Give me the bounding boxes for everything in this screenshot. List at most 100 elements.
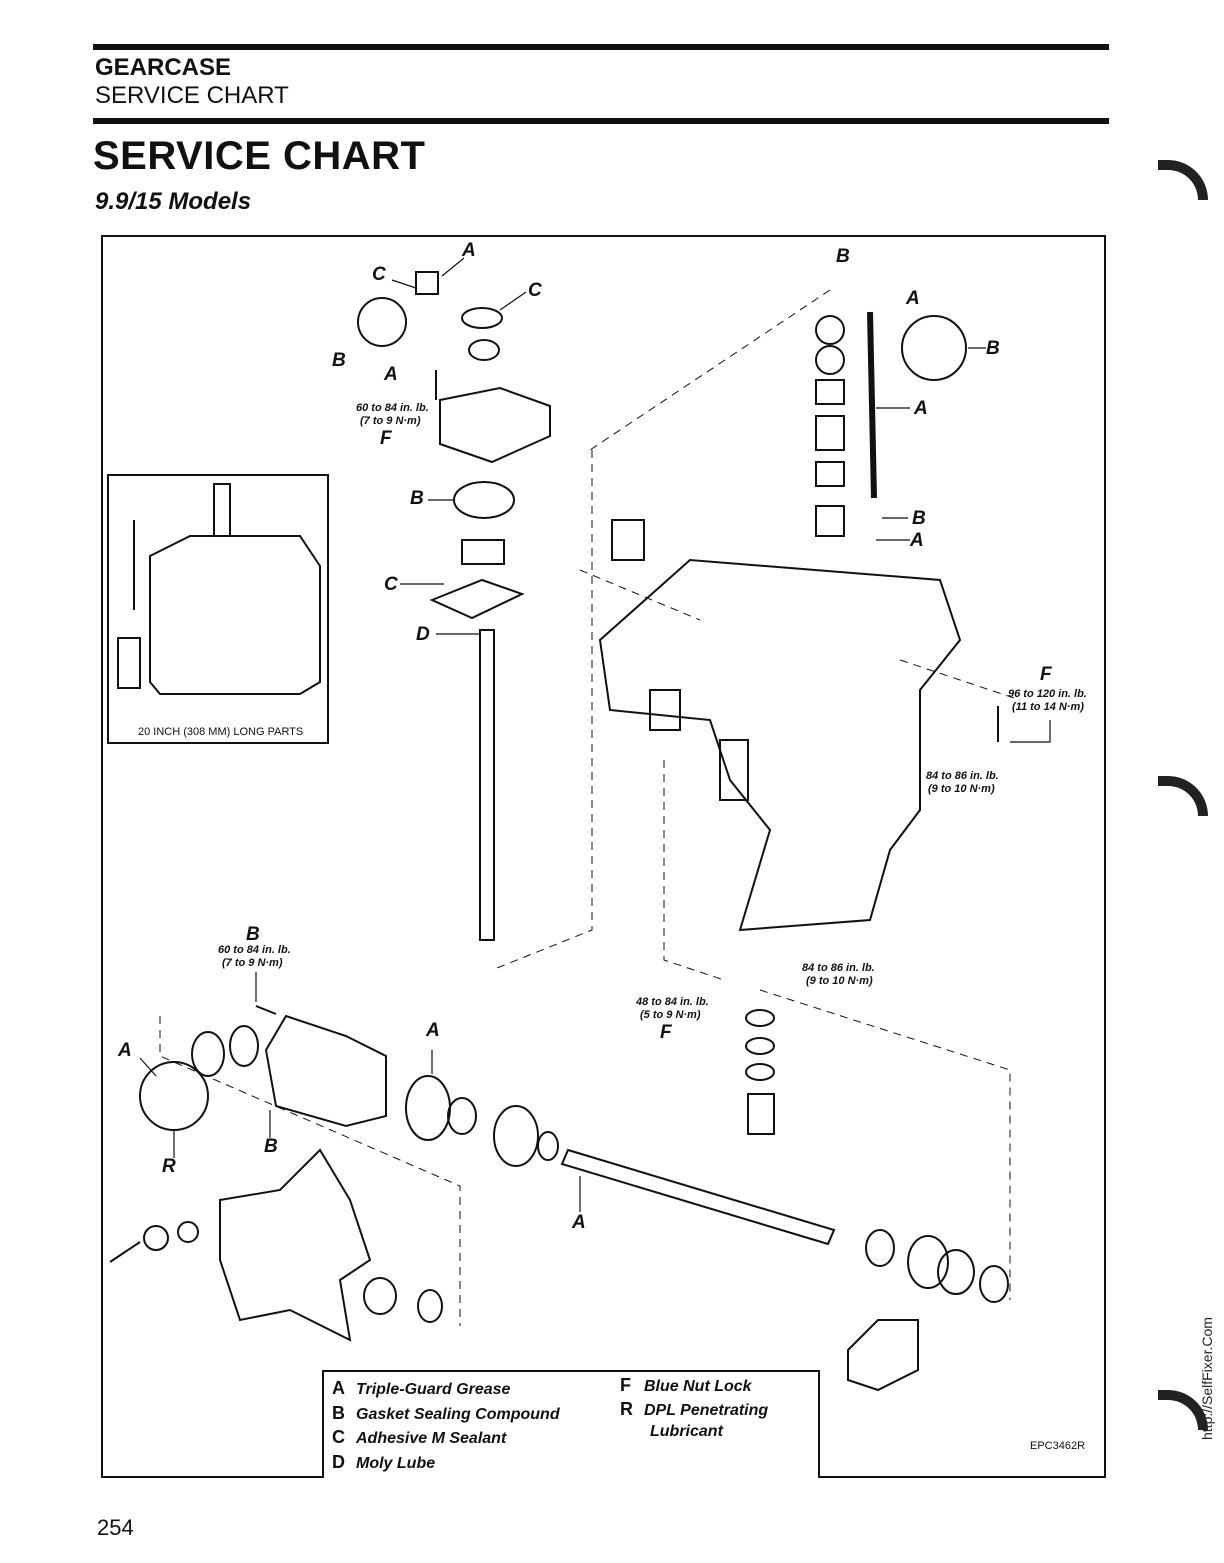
callout-a-2: A <box>384 364 398 385</box>
water-screen-part <box>719 739 749 801</box>
bearing-part-5 <box>447 1097 477 1135</box>
torque-spec-plug: 84 to 86 in. lb. (9 to 10 N·m) <box>926 770 999 796</box>
cotter-pin-part <box>109 1241 141 1263</box>
bearing-part-6 <box>979 1265 1009 1303</box>
callout-b-4: B <box>986 338 1000 359</box>
leader-line-2 <box>391 279 417 289</box>
inset-tube-drawing <box>117 637 141 689</box>
align-line-3 <box>579 569 701 621</box>
legend-text: Gasket Sealing Compound <box>356 1406 560 1423</box>
leader-line-11 <box>1010 720 1051 743</box>
impeller-part <box>461 539 505 565</box>
legend-item: Lubricant <box>620 1423 723 1441</box>
shift-detail-circle <box>901 315 967 381</box>
legend-key: A <box>332 1378 345 1398</box>
torque-spec-bolt: 96 to 120 in. lb. (11 to 14 N·m) <box>1008 688 1087 714</box>
seal-part-2 <box>191 1031 225 1077</box>
bearing-part-4 <box>229 1025 259 1067</box>
callout-a-4: A <box>914 398 928 419</box>
callout-f: F <box>380 428 392 449</box>
binder-tab-mark <box>1158 160 1208 200</box>
torque-value: 96 to 120 in. lb. <box>1008 688 1087 700</box>
legend-key: D <box>332 1452 345 1472</box>
seal-detail-circle <box>357 297 407 347</box>
shift-rod-part <box>867 311 877 499</box>
align-line-4 <box>663 760 725 981</box>
header-rule-top <box>93 44 1109 50</box>
washer-part-3 <box>177 1221 199 1243</box>
sleeve-part <box>815 415 845 451</box>
torque-spec-pump: 60 to 84 in. lb. (7 to 9 N·m) <box>356 402 429 428</box>
tab-part <box>611 519 645 561</box>
leader-line-3 <box>499 291 527 311</box>
callout-a-6: A <box>426 1020 440 1041</box>
legend-text: Triple-Guard Grease <box>356 1381 511 1398</box>
legend-item: A Triple-Guard Grease <box>332 1378 510 1399</box>
callout-f-3: F <box>660 1022 672 1043</box>
bushing-part <box>815 505 845 537</box>
prop-nut-part <box>143 1225 169 1251</box>
figure-code: EPC3462R <box>1030 1440 1086 1452</box>
torque-metric: (5 to 9 N·m) <box>640 1009 701 1021</box>
align-line-5 <box>759 989 1011 1300</box>
torque-spec-drain-plug: 84 to 86 in. lb. (9 to 10 N·m) <box>802 962 875 988</box>
pinion-gear-part <box>747 1093 775 1135</box>
inset-housing-drawing <box>149 535 321 695</box>
pump-housing-part <box>439 386 551 464</box>
binder-tab-mark-2 <box>1158 776 1208 816</box>
callout-f-2: F <box>1040 664 1052 685</box>
anode-part <box>649 689 681 731</box>
legend-key: F <box>620 1375 631 1395</box>
callout-a-8: A <box>572 1212 586 1233</box>
clutch-dog-part <box>865 1229 895 1267</box>
legend-key: C <box>332 1427 345 1447</box>
callout-a-5: A <box>910 530 924 551</box>
legend-text: Lubricant <box>650 1423 723 1440</box>
torque-metric: (7 to 9 N·m) <box>360 415 421 427</box>
bolt-part-3 <box>255 1005 277 1015</box>
page-number: 254 <box>97 1515 134 1540</box>
legend-text: Blue Nut Lock <box>644 1378 752 1395</box>
section-header: GEARCASE <box>95 54 232 81</box>
propeller-shaft-part <box>560 1148 836 1246</box>
callout-b-2: B <box>410 488 424 509</box>
align-line-8 <box>899 659 1021 701</box>
gearcase-housing <box>598 558 962 932</box>
callout-a-7: A <box>118 1040 132 1061</box>
inset-driveshaft-drawing <box>213 483 231 537</box>
header-rule-bottom <box>93 118 1109 124</box>
torque-metric: (9 to 10 N·m) <box>806 975 873 987</box>
callout-d: D <box>416 624 430 645</box>
binder-tab-mark-3 <box>1158 1390 1208 1430</box>
bearing-cup-part <box>937 1249 975 1295</box>
torque-value: 84 to 86 in. lb. <box>802 962 875 974</box>
leader-line <box>441 257 465 277</box>
callout-b: B <box>332 350 346 371</box>
callout-c-3: C <box>384 574 398 595</box>
bearing-part <box>815 315 845 345</box>
align-line <box>491 450 593 971</box>
torque-spec-lower-screw: 48 to 84 in. lb. (5 to 9 N·m) <box>636 996 709 1022</box>
callout-c: C <box>372 264 386 285</box>
bearing-housing-part <box>264 1014 387 1128</box>
torque-value: 60 to 84 in. lb. <box>218 944 291 956</box>
torque-value: 84 to 86 in. lb. <box>926 770 999 782</box>
drive-shaft-part <box>479 629 495 941</box>
grommet-part <box>415 271 439 295</box>
propeller-part <box>219 1148 372 1342</box>
callout-a: A <box>462 240 476 261</box>
thrust-bearing-part <box>745 1037 775 1055</box>
thrust-washer-part <box>537 1131 559 1161</box>
callout-r: R <box>162 1156 176 1177</box>
legend-text: DPL Penetrating <box>644 1402 769 1419</box>
callout-a-3: A <box>906 288 920 309</box>
torque-value: 60 to 84 in. lb. <box>356 402 429 414</box>
inset-long-parts-box <box>107 474 329 744</box>
reverse-gear-part <box>493 1105 539 1167</box>
subsection-header: SERVICE CHART <box>95 82 289 109</box>
